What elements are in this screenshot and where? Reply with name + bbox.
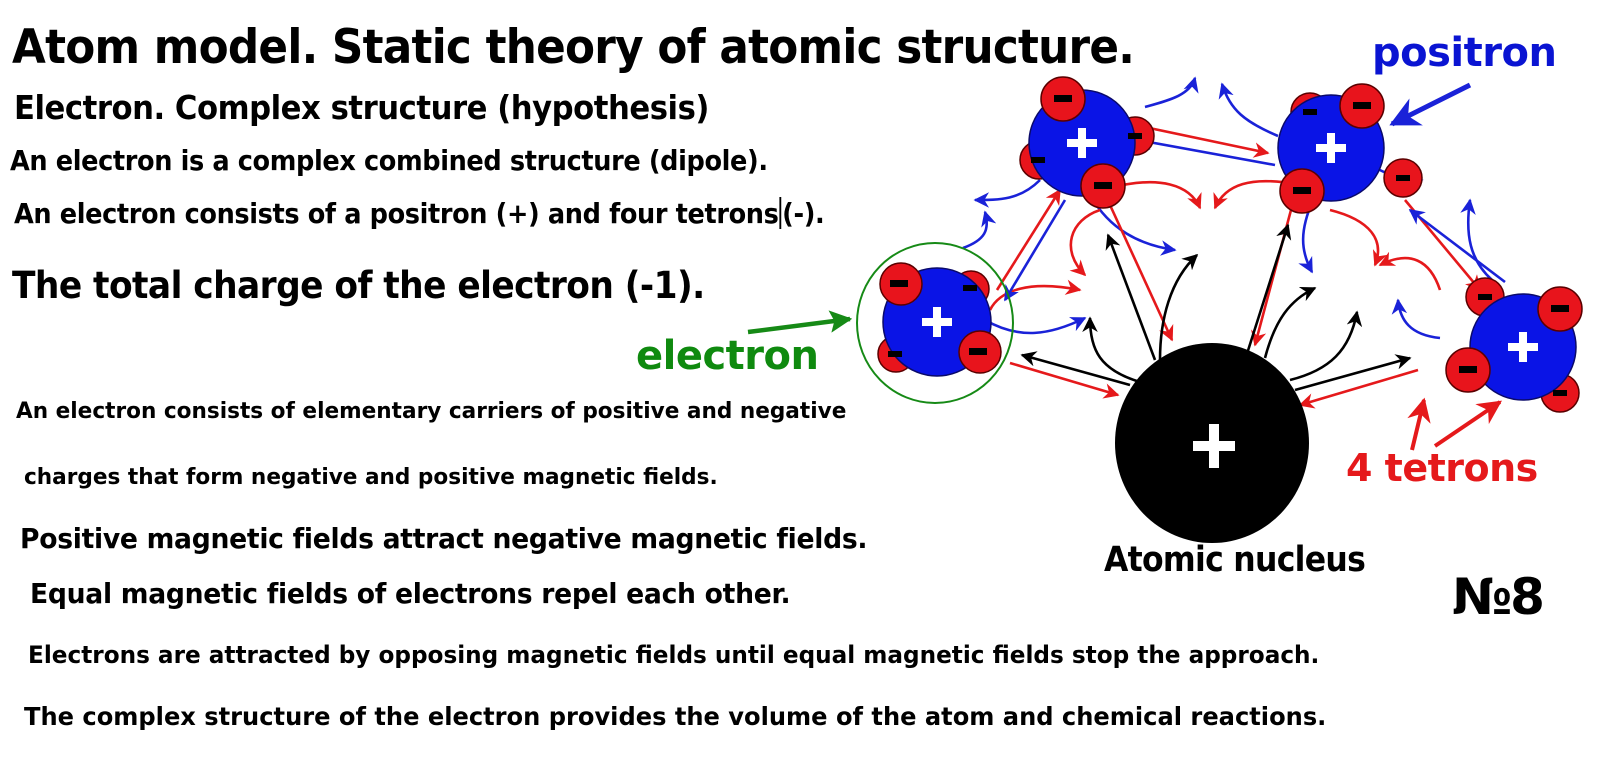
body-line-1: An electron consists of elementary carri… <box>16 398 847 424</box>
tetrons-label: 4 tetrons <box>1346 446 1538 490</box>
slide-number: №8 <box>1452 568 1545 626</box>
total-charge-heading: The total charge of the electron (-1). <box>12 264 705 307</box>
body-line-6: The complex structure of the electron pr… <box>24 702 1327 731</box>
intro-line-2: An electron consists of a positron (+) a… <box>14 197 825 230</box>
electron-label: electron <box>636 333 819 379</box>
intro-line-2-end: (-). <box>782 198 825 230</box>
positron-label: positron <box>1372 30 1557 76</box>
subtitle: Electron. Complex structure (hypothesis) <box>14 88 709 127</box>
plus-icons <box>922 128 1538 468</box>
body-line-4: Equal magnetic fields of electrons repel… <box>30 577 791 610</box>
minus-icons <box>888 95 1569 396</box>
intro-line-2-text: An electron consists of a positron (+) a… <box>14 198 779 230</box>
nucleus-label: Atomic nucleus <box>1104 540 1366 580</box>
electron-highlight-ring <box>856 242 1014 404</box>
body-line-3: Positive magnetic fields attract negativ… <box>20 522 868 555</box>
text-cursor <box>779 197 782 229</box>
body-line-5: Electrons are attracted by opposing magn… <box>28 641 1320 669</box>
page-title: Atom model. Static theory of atomic stru… <box>12 20 1135 75</box>
intro-line-1: An electron is a complex combined struct… <box>10 145 768 177</box>
body-line-2: charges that form negative and positive … <box>24 464 718 490</box>
